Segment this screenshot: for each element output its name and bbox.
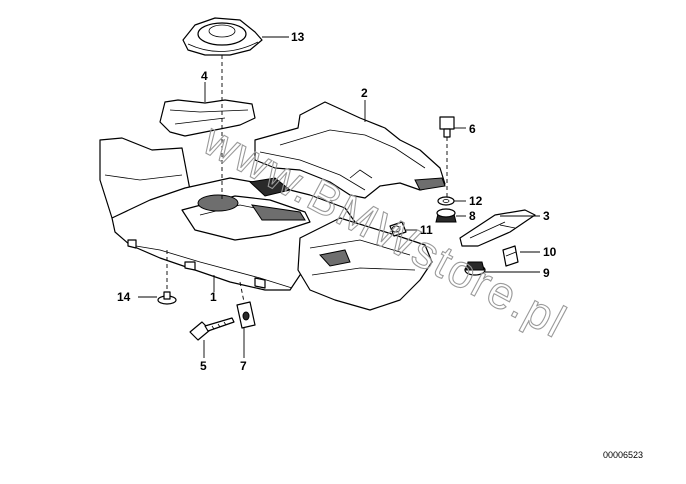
part-1-floor-tray (99, 137, 433, 311)
callout-13: 13 (291, 30, 305, 44)
callout-9: 9 (543, 266, 550, 280)
callout-4: 4 (201, 69, 208, 83)
callout-6: 6 (469, 122, 476, 136)
callout-2: 2 (361, 86, 368, 100)
part-7-clip (236, 301, 256, 329)
catalog-number: 00006523 (603, 450, 643, 460)
part-10-clip (502, 245, 519, 267)
callout-10: 10 (543, 245, 557, 259)
part-13-cap (182, 17, 263, 56)
part-3-strip (459, 209, 536, 247)
part-9-nut (464, 261, 486, 276)
callout-14: 14 (117, 290, 131, 304)
part-4-trim (159, 99, 256, 137)
callout-11: 11 (420, 223, 433, 237)
part-2-cover (254, 101, 446, 199)
part-14-plug (157, 291, 177, 305)
callout-7: 7 (240, 359, 247, 373)
leader-lines (138, 36, 540, 358)
callout-labels: 13 4 2 6 12 3 8 11 10 9 14 1 5 7 (117, 30, 557, 373)
callout-12: 12 (469, 194, 483, 208)
part-12-washer (437, 196, 455, 206)
part-8-nut (435, 208, 457, 223)
part-6-bolt (439, 116, 455, 138)
callout-5: 5 (200, 359, 207, 373)
callout-8: 8 (469, 209, 476, 223)
callout-1: 1 (210, 290, 217, 304)
callout-3: 3 (543, 209, 550, 223)
part-11-nut (389, 221, 407, 237)
part-5-screw (189, 317, 235, 341)
